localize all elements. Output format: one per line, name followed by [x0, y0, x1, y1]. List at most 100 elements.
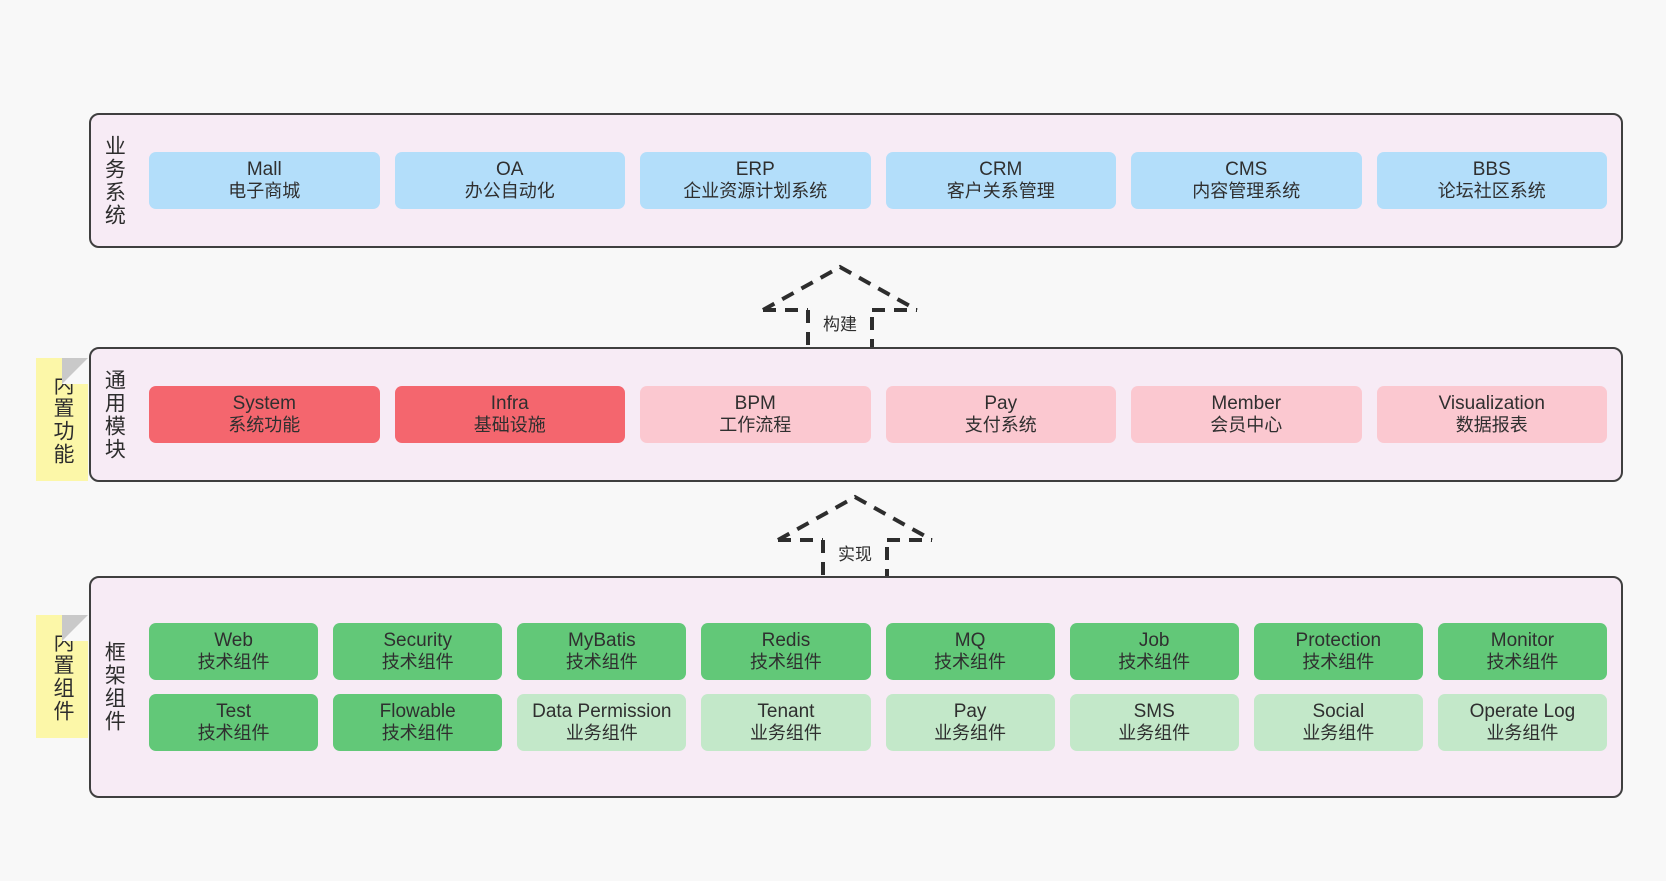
component-card-redis[interactable]: Redis 技术组件 [701, 622, 871, 680]
card-row: System 系统功能 Infra 基础设施 BPM 工作流程 Pay 支付系统… [149, 385, 1607, 444]
component-name-en: SMS [1133, 701, 1175, 722]
note-label: 内置功能 [51, 373, 74, 466]
component-name-en: Social [1312, 701, 1365, 722]
component-card-protection[interactable]: Protection 技术组件 [1253, 622, 1423, 680]
layer-framework-component: 框架组件 Web 技术组件 Security 技术组件 MyBatis 技术组件… [89, 576, 1623, 798]
module-card-infra[interactable]: Infra 基础设施 [394, 385, 625, 444]
module-name-en: Infra [490, 392, 529, 414]
note-label: 内置组件 [51, 630, 74, 723]
component-type-cn: 技术组件 [381, 652, 454, 673]
card-row: Test 技术组件 Flowable 技术组件 Data Permission … [149, 694, 1607, 752]
component-name-en: Test [216, 701, 251, 722]
module-card-bbs[interactable]: BBS 论坛社区系统 [1376, 151, 1607, 210]
connector-implement: 实现 [770, 492, 940, 588]
module-name-en: Pay [984, 392, 1018, 414]
component-type-cn: 业务组件 [565, 723, 638, 744]
module-name-cn: 系统功能 [228, 415, 301, 436]
component-name-en: Job [1138, 629, 1170, 651]
component-card-social[interactable]: Social 业务组件 [1253, 694, 1423, 752]
module-card-visualization[interactable]: Visualization 数据报表 [1376, 385, 1607, 444]
layer-title-business-system: 业务系统 [102, 134, 126, 227]
component-type-cn: 业务组件 [1302, 723, 1375, 744]
component-type-cn: 技术组件 [565, 652, 638, 673]
layer-title-common-module: 通用模块 [102, 368, 126, 461]
component-card-mq[interactable]: MQ 技术组件 [885, 622, 1055, 680]
component-card-sms[interactable]: SMS 业务组件 [1069, 694, 1239, 752]
component-name-en: MyBatis [568, 629, 636, 651]
card-row: Web 技术组件 Security 技术组件 MyBatis 技术组件 Redi… [149, 622, 1607, 680]
component-type-cn: 技术组件 [934, 652, 1007, 673]
connector-implement-label: 实现 [838, 545, 872, 564]
module-name-en: ERP [735, 158, 775, 180]
component-type-cn: 技术组件 [749, 652, 822, 673]
component-type-cn: 业务组件 [1486, 723, 1559, 744]
layer-common-module: 通用模块 System 系统功能 Infra 基础设施 BPM 工作流程 Pay… [89, 347, 1623, 482]
note-builtin-function: 内置功能 [36, 358, 88, 481]
layer-title-framework-component: 框架组件 [102, 641, 126, 733]
module-name-cn: 内容管理系统 [1192, 181, 1301, 202]
note-builtin-component: 内置组件 [36, 615, 88, 738]
module-name-cn: 电子商城 [228, 181, 301, 202]
component-type-cn: 业务组件 [934, 723, 1007, 744]
module-card-system[interactable]: System 系统功能 [149, 385, 380, 444]
module-name-cn: 数据报表 [1455, 415, 1528, 436]
component-type-cn: 技术组件 [381, 723, 454, 744]
module-name-cn: 客户关系管理 [946, 181, 1055, 202]
component-card-job[interactable]: Job 技术组件 [1069, 622, 1239, 680]
component-card-test[interactable]: Test 技术组件 [149, 694, 319, 752]
module-card-oa[interactable]: OA 办公自动化 [394, 151, 625, 210]
component-name-en: Security [383, 629, 452, 651]
module-name-en: System [232, 392, 296, 414]
module-name-en: Visualization [1438, 392, 1545, 414]
component-type-cn: 技术组件 [1302, 652, 1375, 673]
module-name-cn: 工作流程 [719, 415, 792, 436]
component-card-security[interactable]: Security 技术组件 [333, 622, 503, 680]
component-type-cn: 技术组件 [197, 723, 270, 744]
component-name-en: Protection [1295, 629, 1382, 651]
component-name-en: Flowable [379, 701, 456, 722]
module-name-cn: 会员中心 [1210, 415, 1283, 436]
component-name-en: Operate Log [1469, 701, 1576, 722]
layer-business-system: 业务系统 Mall 电子商城 OA 办公自动化 ERP 企业资源计划系统 CRM… [89, 113, 1623, 248]
component-type-cn: 技术组件 [1118, 652, 1191, 673]
module-card-mall[interactable]: Mall 电子商城 [149, 151, 380, 210]
module-card-pay[interactable]: Pay 支付系统 [885, 385, 1116, 444]
module-card-bpm[interactable]: BPM 工作流程 [640, 385, 871, 444]
module-name-en: OA [496, 158, 524, 180]
component-name-en: Pay [953, 701, 987, 722]
component-card-mybatis[interactable]: MyBatis 技术组件 [517, 622, 687, 680]
component-card-web[interactable]: Web 技术组件 [149, 622, 319, 680]
component-card-operate-log[interactable]: Operate Log 业务组件 [1437, 694, 1607, 752]
module-name-en: CMS [1225, 158, 1268, 180]
module-card-crm[interactable]: CRM 客户关系管理 [885, 151, 1116, 210]
layer-body-business-system: Mall 电子商城 OA 办公自动化 ERP 企业资源计划系统 CRM 客户关系… [135, 115, 1621, 246]
component-name-en: Data Permission [532, 701, 672, 722]
component-name-en: MQ [954, 629, 986, 651]
component-type-cn: 技术组件 [197, 652, 270, 673]
module-card-member[interactable]: Member 会员中心 [1131, 385, 1362, 444]
card-row: Mall 电子商城 OA 办公自动化 ERP 企业资源计划系统 CRM 客户关系… [149, 151, 1607, 210]
connector-build-label: 构建 [823, 315, 857, 334]
module-card-cms[interactable]: CMS 内容管理系统 [1131, 151, 1362, 210]
layer-body-common-module: System 系统功能 Infra 基础设施 BPM 工作流程 Pay 支付系统… [135, 349, 1621, 480]
module-name-en: CRM [979, 158, 1023, 180]
connector-build: 构建 [755, 262, 925, 358]
component-name-en: Monitor [1490, 629, 1555, 651]
component-type-cn: 业务组件 [749, 723, 822, 744]
component-card-tenant[interactable]: Tenant 业务组件 [701, 694, 871, 752]
module-name-cn: 支付系统 [964, 415, 1037, 436]
module-name-cn: 办公自动化 [464, 181, 555, 202]
module-name-cn: 论坛社区系统 [1437, 181, 1546, 202]
layer-body-framework-component: Web 技术组件 Security 技术组件 MyBatis 技术组件 Redi… [135, 578, 1621, 796]
module-name-cn: 基础设施 [473, 415, 546, 436]
component-type-cn: 业务组件 [1118, 723, 1191, 744]
component-card-data-permission[interactable]: Data Permission 业务组件 [517, 694, 687, 752]
component-name-en: Web [214, 629, 253, 651]
module-name-en: Mall [246, 158, 282, 180]
component-card-flowable[interactable]: Flowable 技术组件 [333, 694, 503, 752]
component-card-pay[interactable]: Pay 业务组件 [885, 694, 1055, 752]
module-card-erp[interactable]: ERP 企业资源计划系统 [640, 151, 871, 210]
component-card-monitor[interactable]: Monitor 技术组件 [1437, 622, 1607, 680]
component-type-cn: 技术组件 [1486, 652, 1559, 673]
